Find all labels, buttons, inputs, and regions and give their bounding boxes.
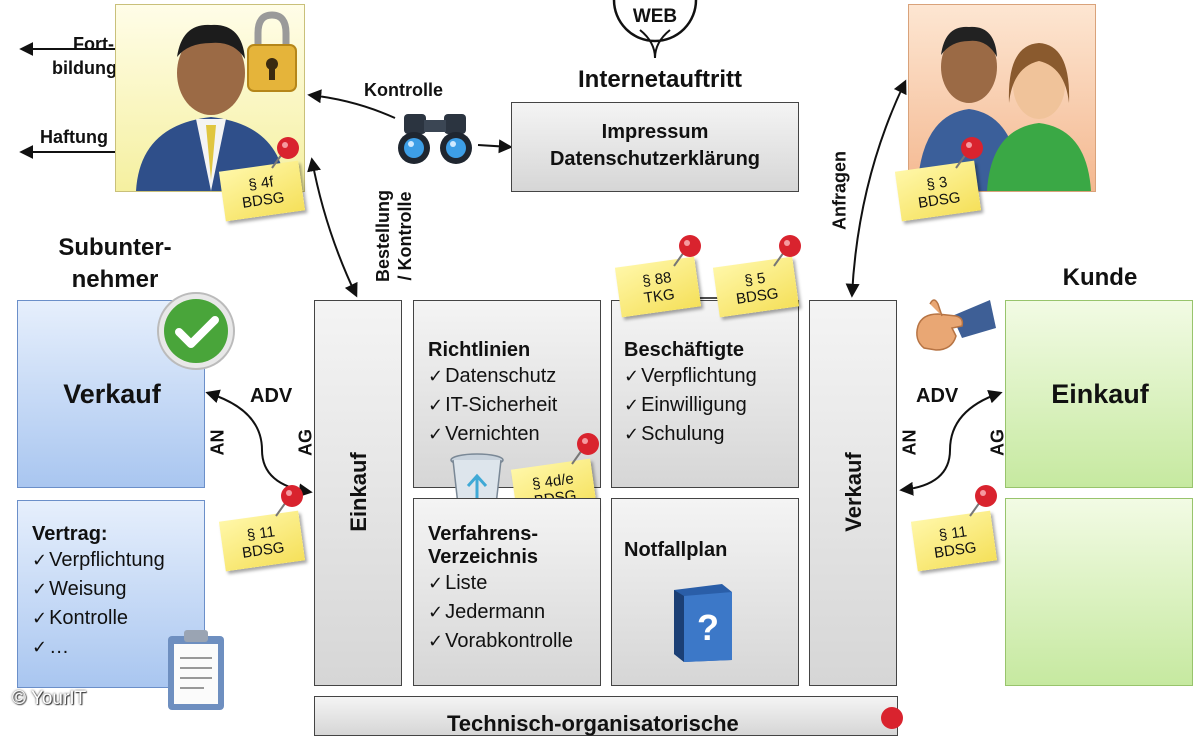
checkmark-icon bbox=[157, 292, 235, 370]
anfragen-arrow bbox=[845, 79, 907, 298]
pushpin-icon bbox=[275, 485, 303, 517]
copyright-label: © YourIT bbox=[12, 688, 87, 709]
pushpin-icon bbox=[571, 433, 599, 465]
kontrolle-label: Kontrolle bbox=[364, 80, 443, 100]
list-item: Liste bbox=[428, 569, 600, 598]
adv-right-arrow bbox=[899, 389, 1003, 496]
richtlinien-box: Richtlinien Datenschutz IT-Sicherheit Ve… bbox=[413, 300, 601, 488]
help-book-icon: ? bbox=[674, 584, 732, 662]
handshake-icon bbox=[916, 299, 996, 351]
svg-text:?: ? bbox=[697, 607, 719, 648]
bottom-partial-label: Technisch-organisatorische bbox=[447, 711, 739, 736]
an-left-label: AN bbox=[207, 429, 228, 456]
richtlinien-title: Richtlinien bbox=[428, 339, 531, 361]
vertrag-list: Verpflichtung Weisung Kontrolle … bbox=[32, 546, 204, 662]
clipboard-icon bbox=[168, 630, 224, 710]
adv-left-label: ADV bbox=[250, 385, 293, 407]
an-right-label: AN bbox=[899, 429, 920, 456]
haftung-label: Haftung bbox=[40, 127, 108, 147]
list-item: … bbox=[32, 633, 204, 662]
padlock-icon bbox=[247, 11, 297, 92]
notfallplan-title: Notfallplan bbox=[624, 539, 728, 561]
list-item: Kontrolle bbox=[32, 604, 204, 633]
connector-layer bbox=[19, 42, 1003, 498]
list-item: Weisung bbox=[32, 575, 204, 604]
web-badge-label: WEB bbox=[632, 6, 678, 27]
beschaeftigte-title: Beschäftigte bbox=[624, 339, 745, 361]
beschaeftigte-list: Verpflichtung Einwilligung Schulung bbox=[624, 362, 798, 449]
list-item: Einwilligung bbox=[624, 391, 798, 420]
list-item: Datenschutz bbox=[428, 362, 600, 391]
web-globe-icon bbox=[612, 0, 698, 59]
pushpin-icon bbox=[271, 137, 299, 169]
list-item: Jedermann bbox=[428, 598, 600, 627]
vertrag-title: Vertrag: bbox=[32, 523, 108, 545]
impressum-label: Impressum bbox=[601, 121, 709, 143]
verfahrensverzeichnis-box: Verfahrens- Verzeichnis Liste Jedermann … bbox=[413, 498, 601, 686]
subunternehmer-title: Subunter- nehmer bbox=[58, 234, 172, 293]
ag-right-label: AG bbox=[987, 429, 1008, 456]
fortbildung-label: Fort- bildung bbox=[52, 34, 117, 78]
impressum-box: Impressum Datenschutzerklärung bbox=[511, 102, 799, 192]
internetauftritt-title: Internetauftritt bbox=[578, 66, 742, 93]
bottom-partial-box: Technisch-organisatorische bbox=[314, 696, 898, 736]
list-item: Vernichten bbox=[428, 420, 600, 449]
verkauf-column: Verkauf bbox=[809, 300, 897, 686]
sub-verkauf-label: Verkauf bbox=[63, 379, 161, 409]
list-item: Vorabkontrolle bbox=[428, 627, 600, 656]
pushpin-icon bbox=[969, 485, 997, 517]
verkauf-column-label: Verkauf bbox=[841, 452, 866, 532]
dsb-card bbox=[115, 4, 305, 192]
vertrag-box: Vertrag: Verpflichtung Weisung Kontrolle… bbox=[17, 500, 205, 688]
pushpin-icon bbox=[773, 235, 801, 267]
richtlinien-list: Datenschutz IT-Sicherheit Vernichten bbox=[428, 362, 600, 449]
customer-people-icon bbox=[917, 26, 1091, 191]
binoculars-impressum-arrow bbox=[477, 139, 513, 154]
kontrolle-arrow bbox=[307, 89, 396, 119]
list-item: Verpflichtung bbox=[32, 546, 204, 575]
kunde-people-card bbox=[908, 4, 1096, 192]
verfahren-title-2: Verzeichnis bbox=[428, 546, 539, 568]
kunde-einkauf-label: Einkauf bbox=[1051, 379, 1149, 409]
verfahren-list: Liste Jedermann Vorabkontrolle bbox=[428, 569, 600, 656]
pushpin-icon bbox=[881, 707, 903, 729]
verfahren-title-1: Verfahrens- bbox=[428, 523, 539, 545]
datenschutzerklaerung-label: Datenschutzerklärung bbox=[549, 148, 761, 170]
einkauf-column: Einkauf bbox=[314, 300, 402, 686]
einkauf-column-label: Einkauf bbox=[346, 452, 371, 532]
anfragen-label: Anfragen bbox=[829, 151, 850, 231]
pushpin-icon bbox=[955, 137, 983, 169]
pushpin-icon bbox=[673, 235, 701, 267]
bestellung-arrow bbox=[307, 157, 358, 298]
bestellung-kontrolle-label: Bestellung / Kontrolle bbox=[373, 190, 415, 283]
kunde-lower-box bbox=[1005, 498, 1193, 686]
adv-right-label: ADV bbox=[916, 385, 959, 407]
beschaeftigte-box: Beschäftigte Verpflichtung Einwilligung … bbox=[611, 300, 799, 488]
list-item: IT-Sicherheit bbox=[428, 391, 600, 420]
list-item: Schulung bbox=[624, 420, 798, 449]
adv-left-arrow bbox=[205, 389, 313, 498]
kunde-title: Kunde bbox=[1062, 264, 1138, 291]
list-item: Verpflichtung bbox=[624, 362, 798, 391]
binoculars-icon bbox=[398, 114, 472, 164]
kunde-einkauf-box: Einkauf bbox=[1005, 300, 1193, 488]
